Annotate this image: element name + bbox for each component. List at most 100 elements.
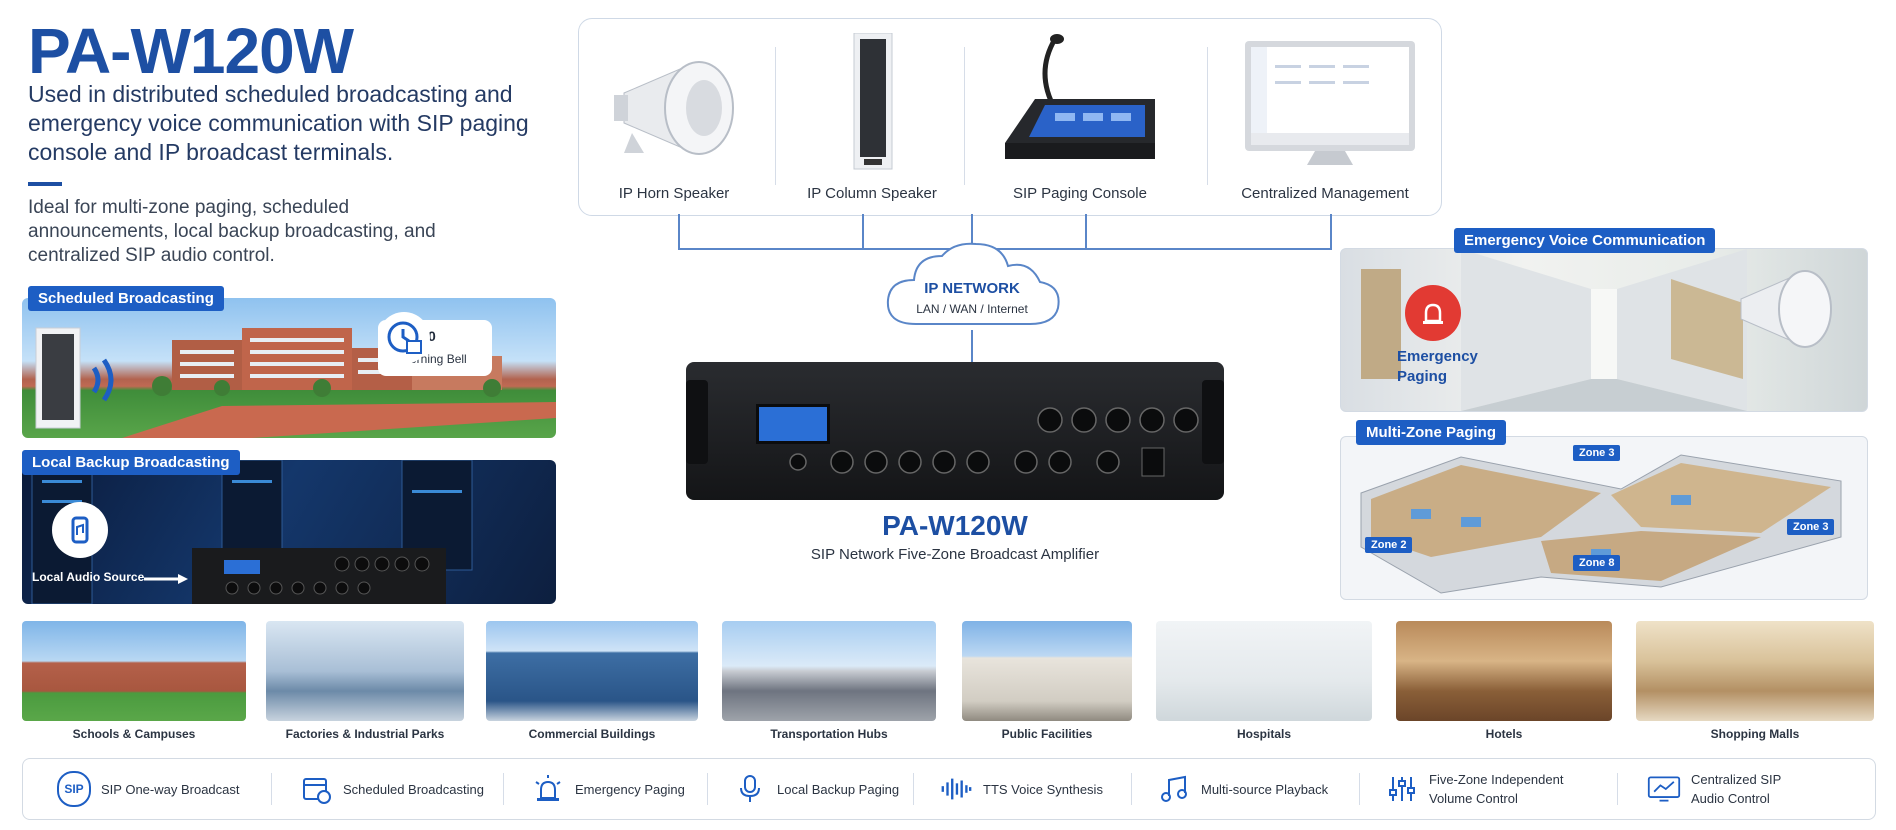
application-image-hotels — [1396, 621, 1612, 721]
feature-label: Local Backup Paging — [777, 781, 900, 797]
ideal-description: Ideal for multi-zone paging, scheduled a… — [28, 197, 436, 266]
calendar-clock-icon — [299, 772, 333, 806]
device-label: SIP Paging Console — [1013, 185, 1147, 202]
alarm-light-icon — [531, 772, 565, 806]
feature-scheduled-broadcasting: Scheduled Broadcasting — [299, 759, 484, 819]
connector-line — [1330, 214, 1332, 250]
feature-label-line1: Five-Zone Independent — [1429, 772, 1564, 787]
title-divider — [28, 182, 62, 186]
emergency-voice-card: Emergency Paging — [1340, 248, 1868, 412]
application-image-hospitals — [1156, 621, 1372, 721]
device-label: Centralized Management — [1241, 185, 1409, 202]
column-speaker-icon — [853, 33, 893, 170]
multi-zone-label: Multi-Zone Paging — [1356, 420, 1506, 445]
microphone-icon — [733, 772, 767, 806]
application-image-factories — [266, 621, 464, 721]
feature-label-line1: Centralized SIP — [1691, 772, 1782, 787]
usb-audio-icon — [52, 502, 108, 558]
feature-label: Centralized SIP Audio Control — [1691, 770, 1781, 808]
application-image-schools — [22, 621, 246, 721]
monitor-icon — [1245, 41, 1415, 165]
feature-label: SIP One-way Broadcast — [101, 781, 240, 797]
divider — [1359, 773, 1360, 805]
feature-multi-source: Multi-source Playback — [1157, 759, 1328, 819]
feature-label: Multi-source Playback — [1201, 781, 1329, 797]
connector-line — [678, 214, 680, 250]
monitor-chart-icon — [1647, 772, 1681, 806]
application-label: Commercial Buildings — [528, 727, 656, 741]
device-sip-paging-console: SIP Paging Console — [965, 19, 1195, 215]
floorplan-illustration — [1360, 454, 1842, 594]
device-label: IP Horn Speaker — [618, 185, 730, 202]
device-ip-horn-speaker: IP Horn Speaker — [579, 19, 769, 215]
device-ip-column-speaker: IP Column Speaker — [777, 19, 967, 215]
scheduled-broadcasting-card: 08:30 Morning Bell — [22, 298, 556, 438]
feature-label-line2: Volume Control — [1429, 791, 1518, 806]
rack-ear-left — [686, 380, 708, 464]
network-subtitle: LAN / WAN / Internet — [916, 302, 1028, 316]
emergency-paging-overlay: Emergency Paging — [1397, 347, 1478, 387]
terminal-devices-panel: IP Horn Speaker IP Column Speaker SIP Pa… — [578, 18, 1442, 216]
connector-line — [1085, 214, 1087, 250]
feature-sip-broadcast: SIP SIP One-way Broadcast — [57, 759, 240, 819]
divider — [775, 47, 776, 185]
sliders-icon — [1385, 772, 1419, 806]
arrow-right-icon — [144, 574, 188, 584]
amplifier-name: PA-W120W — [882, 510, 1028, 541]
paging-console-icon — [1005, 34, 1155, 159]
feature-local-backup-paging: Local Backup Paging — [733, 759, 899, 819]
application-image-commercial — [486, 621, 698, 721]
sip-badge-icon: SIP — [57, 771, 91, 807]
amplifier-image — [686, 362, 1224, 500]
divider — [271, 773, 272, 805]
local-audio-source-label: Local Audio Source — [32, 570, 145, 584]
application-image-shopping-malls — [1636, 621, 1874, 721]
device-label: IP Column Speaker — [807, 185, 937, 202]
amplifier-subtitle: SIP Network Five-Zone Broadcast Amplifie… — [810, 546, 1100, 563]
divider — [503, 773, 504, 805]
application-label: Shopping Malls — [1710, 727, 1800, 741]
music-note-icon — [1157, 772, 1191, 806]
divider — [964, 47, 965, 185]
feature-centralized-sip-control: Centralized SIP Audio Control — [1647, 759, 1781, 819]
multi-zone-card: Zone 3 Zone 2 Zone 8 Zone 3 — [1340, 436, 1868, 600]
feature-bar: SIP SIP One-way Broadcast Scheduled Broa… — [22, 758, 1876, 820]
application-label: Hotels — [1485, 727, 1523, 741]
network-title: IP NETWORK — [924, 280, 1020, 297]
local-backup-card: Local Audio Source — [22, 460, 556, 604]
application-image-public-facilities — [962, 621, 1132, 721]
wall-horn-speaker-icon — [1740, 270, 1832, 348]
divider — [707, 773, 708, 805]
zone-tag: Zone 8 — [1573, 555, 1621, 571]
feature-label-line2: Audio Control — [1691, 791, 1770, 806]
alarm-light-icon — [1405, 285, 1461, 341]
application-label: Schools & Campuses — [72, 727, 196, 741]
page-title: PA-W120W — [28, 15, 354, 87]
connector-line — [678, 248, 1332, 250]
application-image-transportation — [722, 621, 936, 721]
emergency-overlay-line2: Paging — [1397, 368, 1448, 385]
application-label: Public Facilities — [1001, 727, 1093, 741]
cloud-icon — [886, 242, 1060, 325]
zone-tag: Zone 3 — [1573, 445, 1621, 461]
divider — [913, 773, 914, 805]
emergency-overlay-line1: Emergency — [1397, 348, 1478, 365]
lcd-display — [756, 404, 830, 444]
rack-ear-right — [1202, 380, 1224, 464]
lead-description: Used in distributed scheduled broadcasti… — [28, 81, 529, 165]
amplifier-knobs — [789, 407, 1199, 477]
divider — [1617, 773, 1618, 805]
sip-badge-text: SIP — [57, 771, 91, 807]
application-label: Hospitals — [1236, 727, 1291, 741]
local-backup-label: Local Backup Broadcasting — [22, 450, 240, 475]
zone-tag: Zone 3 — [1787, 519, 1835, 535]
feature-label: Emergency Paging — [575, 781, 685, 797]
waveform-icon — [939, 772, 973, 806]
server-room-illustration — [31, 460, 473, 604]
connector-line — [971, 214, 973, 248]
zone-tag: Zone 2 — [1365, 537, 1413, 553]
feature-tts: TTS Voice Synthesis — [939, 759, 1103, 819]
connector-line — [862, 214, 864, 250]
